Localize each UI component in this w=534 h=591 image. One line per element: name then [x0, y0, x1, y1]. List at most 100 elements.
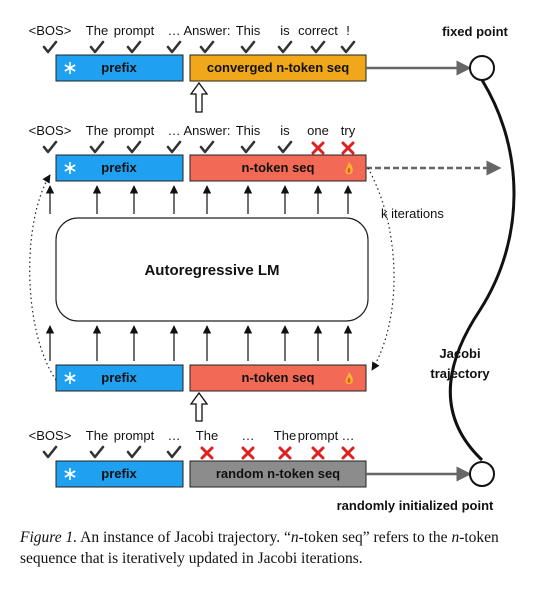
check-icon [199, 140, 215, 154]
caption-math-n-1: n [290, 529, 299, 546]
prefix-box [55, 460, 184, 488]
check-icon [126, 140, 142, 154]
trajectory-label-line1: Jacobi [439, 346, 480, 361]
prefix-label: prefix [101, 370, 137, 385]
lm-box [55, 217, 369, 322]
token-text: one [307, 123, 329, 138]
check-icon [166, 140, 182, 154]
token-text: … [242, 428, 255, 443]
token-text: The [274, 428, 296, 443]
converged-seq-box [189, 54, 367, 82]
token-text: Answer: [184, 123, 231, 138]
fixed-point-label: fixed point [442, 24, 508, 39]
check-icon [126, 40, 142, 54]
token-text: The [86, 23, 108, 38]
snowflake-icon [64, 468, 76, 480]
prefix-label: prefix [101, 60, 137, 75]
trajectory-label-line2: trajectory [430, 366, 490, 381]
token-text: prompt [114, 428, 155, 443]
iteration-loop-right [367, 167, 395, 371]
token-text: This [236, 123, 261, 138]
row-lm-input: prefix n-token seq [55, 364, 367, 392]
ntoken-seq-label: n-token seq [242, 370, 315, 385]
token-text: <BOS> [29, 23, 72, 38]
figure-caption: Figure 1. An instance of Jacobi trajecto… [20, 527, 525, 569]
token-text: This [236, 23, 261, 38]
ntoken-seq-label: n-token seq [242, 160, 315, 175]
token-text: prompt [114, 23, 155, 38]
caption-figure-number: Figure 1. [20, 529, 78, 546]
check-icon [89, 140, 105, 154]
cross-icon [278, 446, 292, 460]
token-text: The [86, 428, 108, 443]
cross-icon [241, 446, 255, 460]
token-text: … [168, 428, 181, 443]
update-arrow-top [189, 81, 209, 113]
random-point-label: randomly initialized point [337, 498, 494, 513]
check-icon [310, 40, 326, 54]
check-icon [277, 40, 293, 54]
token-text: … [342, 428, 355, 443]
caption-text-3: -token sequence that is iteratively upda… [20, 529, 499, 567]
cross-icon [341, 446, 355, 460]
snowflake-icon [64, 372, 76, 384]
token-text: is [280, 123, 290, 138]
token-text: correct [298, 23, 338, 38]
check-icon [42, 40, 58, 54]
token-text: is [280, 23, 290, 38]
check-icon [89, 445, 105, 459]
ntoken-seq-box [189, 154, 367, 182]
flame-icon [345, 162, 353, 175]
mark-row [42, 445, 355, 460]
token-text: <BOS> [29, 123, 72, 138]
token-text: Answer: [184, 23, 231, 38]
mark-row [42, 140, 355, 155]
token-text: <BOS> [29, 428, 72, 443]
check-icon [240, 140, 256, 154]
prefix-box [55, 154, 184, 182]
check-icon [240, 40, 256, 54]
check-icon [126, 445, 142, 459]
check-icon [340, 40, 356, 54]
check-icon [89, 40, 105, 54]
token-text: prompt [114, 123, 155, 138]
converged-seq-label: converged n-token seq [207, 60, 349, 75]
token-text: … [168, 23, 181, 38]
cross-icon [311, 446, 325, 460]
token-text: The [196, 428, 218, 443]
caption-math-n-2: n [451, 529, 460, 546]
check-icon [42, 445, 58, 459]
caption-text-2: -token seq” refers to the [298, 529, 452, 546]
random-point-circle [469, 461, 495, 487]
prefix-box [55, 54, 184, 82]
lm-input-arrows [45, 325, 353, 361]
k-iterations-label: k iterations [381, 206, 444, 221]
lm-output-arrows [45, 185, 353, 214]
lm-label: Autoregressive LM [144, 262, 279, 279]
jacobi-trajectory-curve [448, 79, 516, 462]
check-icon [166, 40, 182, 54]
random-seq-box [189, 460, 367, 488]
iteration-loop-left [29, 174, 57, 381]
flame-icon [345, 372, 353, 385]
snowflake-icon [64, 162, 76, 174]
check-icon [166, 445, 182, 459]
fixed-point-circle [469, 55, 495, 81]
random-seq-label: random n-token seq [216, 466, 340, 481]
caption-text-1: An instance of Jacobi trajectory. “ [77, 529, 291, 546]
prefix-box [55, 364, 184, 392]
token-text: prompt [298, 428, 339, 443]
check-icon [277, 140, 293, 154]
prefix-label: prefix [101, 466, 137, 481]
cross-icon [341, 141, 355, 155]
token-text: ! [346, 23, 350, 38]
update-arrow-bottom [189, 391, 209, 422]
token-row: <BOS> The prompt …Answer: This is correct! [29, 23, 350, 38]
prefix-label: prefix [101, 160, 137, 175]
cross-icon [311, 141, 325, 155]
